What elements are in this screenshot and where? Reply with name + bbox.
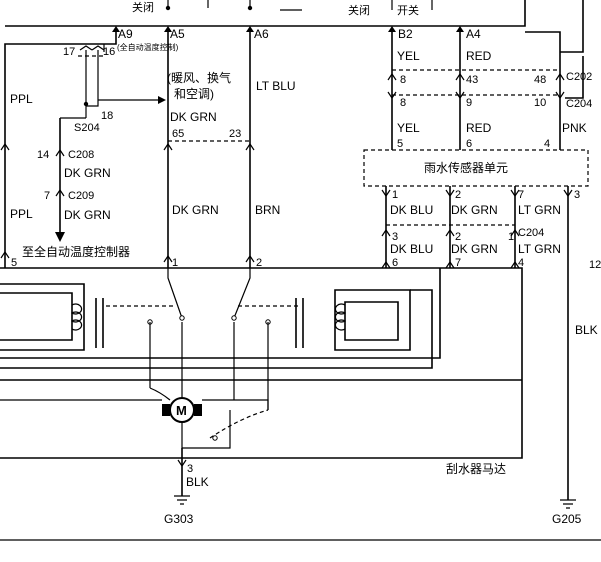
splice-s204: S204 xyxy=(74,122,100,134)
motor-pin-4: 4 xyxy=(518,257,524,269)
to-auto-temp-controller: 至全自动温度控制器 xyxy=(22,244,130,259)
sensor-pin-3: 3 xyxy=(574,189,580,201)
pin-65: 65 xyxy=(172,128,184,140)
wire-color-dk-blu-1: DK BLU xyxy=(390,203,433,217)
b2-a4-wires xyxy=(387,0,584,150)
pin-17: 17 xyxy=(63,46,75,58)
connector-c202: C202 xyxy=(566,71,592,83)
wire-color-brn: BRN xyxy=(255,203,280,217)
conn-pin-1: 1 xyxy=(508,231,514,243)
connector-c209: C209 xyxy=(68,190,94,202)
wire-color-lt-grn-2: LT GRN xyxy=(518,242,561,256)
pin-14: 14 xyxy=(37,149,49,161)
pin-a5: A5 xyxy=(170,27,185,41)
rain-sensor-label: 雨水传感器单元 xyxy=(424,160,508,175)
wire-color-dk-blu-2: DK BLU xyxy=(390,242,433,256)
switch-label: 开关 xyxy=(397,3,419,17)
pin-7-c209: 7 xyxy=(44,190,50,202)
wire-color-red-mid: RED xyxy=(466,121,492,135)
wire-color-pnk: PNK xyxy=(562,121,587,135)
sensor-pin-2: 2 xyxy=(455,189,461,201)
pin-a6: A6 xyxy=(254,27,269,41)
wire-color-dk-grn-2: DK GRN xyxy=(451,242,498,256)
pin-8a: 8 xyxy=(400,74,406,86)
wire-color-ppl-top: PPL xyxy=(10,92,33,106)
auto-temp-note: (全自动温度控制) xyxy=(117,42,179,52)
wire-color-dk-grn-1: DK GRN xyxy=(451,203,498,217)
conn-pin-2: 2 xyxy=(455,231,461,243)
pin-a9: A9 xyxy=(118,27,133,41)
connector-c204-bottom: C204 xyxy=(518,227,544,239)
motor-pin-7: 7 xyxy=(455,257,461,269)
pin-43: 43 xyxy=(466,74,478,86)
wiper-motor-label: 刮水器马达 xyxy=(446,462,506,476)
wire-color-dk-grn-a5: DK GRN xyxy=(170,110,217,124)
pin-8b: 8 xyxy=(400,97,406,109)
motor-symbol: M xyxy=(176,403,187,418)
ground-g303-symbol xyxy=(174,458,190,505)
ground-pin-3: 3 xyxy=(187,463,193,475)
wire-color-lt-blu: LT BLU xyxy=(256,79,296,93)
rain-sensor-outputs xyxy=(381,186,573,500)
connector-c204-top: C204 xyxy=(566,98,592,110)
wire-color-dk-grn-mid: DK GRN xyxy=(172,203,219,217)
switch-off-label-left: 关闭 xyxy=(132,0,154,14)
wire-color-yel-mid: YEL xyxy=(397,121,420,135)
wiper-switch-box xyxy=(5,0,526,27)
wire-color-blk-right: BLK xyxy=(575,323,598,337)
wire-color-dk-grn-c208: DK GRN xyxy=(64,166,111,180)
pin-10: 10 xyxy=(534,97,546,109)
wiper-motor-box xyxy=(0,267,523,468)
connector-c208: C208 xyxy=(68,149,94,161)
edge-pin-12: 12 xyxy=(589,259,601,271)
pin-b2: B2 xyxy=(398,27,413,41)
sensor-pin-1: 1 xyxy=(392,189,398,201)
wire-color-yel-top: YEL xyxy=(397,49,420,63)
pin-m2: 2 xyxy=(256,257,262,269)
conn-pin-3: 3 xyxy=(392,231,398,243)
ground-g303: G303 xyxy=(164,512,194,526)
hvac-note-line1: (暖风、换气 xyxy=(167,70,231,85)
wire-color-ppl-bottom: PPL xyxy=(10,207,33,221)
pin-a4: A4 xyxy=(466,27,481,41)
motor-pin-6: 6 xyxy=(392,257,398,269)
sensor-pin-7: 7 xyxy=(518,189,524,201)
rain-sensor-box xyxy=(363,149,589,187)
pin-9: 9 xyxy=(466,97,472,109)
pin-18: 18 xyxy=(101,110,113,122)
pin-16: 16 xyxy=(103,46,115,58)
pin-4-rain: 4 xyxy=(544,138,550,150)
switch-off-label-right: 关闭 xyxy=(348,3,370,17)
wire-color-blk-ground: BLK xyxy=(186,475,209,489)
wire-color-dk-grn-c209: DK GRN xyxy=(64,208,111,222)
a6-wire xyxy=(245,32,255,268)
pin-48: 48 xyxy=(534,74,546,86)
hvac-note-line2: 和空调) xyxy=(174,87,214,101)
pin-5-rain: 5 xyxy=(397,138,403,150)
pin-6-rain: 6 xyxy=(466,138,472,150)
a5-wire xyxy=(163,32,173,268)
ground-g205: G205 xyxy=(552,512,582,526)
pin-23: 23 xyxy=(229,128,241,140)
pin-m5: 5 xyxy=(11,257,17,269)
ppl-wire xyxy=(0,32,117,268)
wire-color-lt-grn-1: LT GRN xyxy=(518,203,561,217)
ground-g205-symbol xyxy=(560,499,576,509)
top-pin-arrows xyxy=(112,26,464,32)
pin-m1: 1 xyxy=(172,257,178,269)
wire-color-red-top: RED xyxy=(466,49,492,63)
auto-temp-connector xyxy=(55,44,166,242)
